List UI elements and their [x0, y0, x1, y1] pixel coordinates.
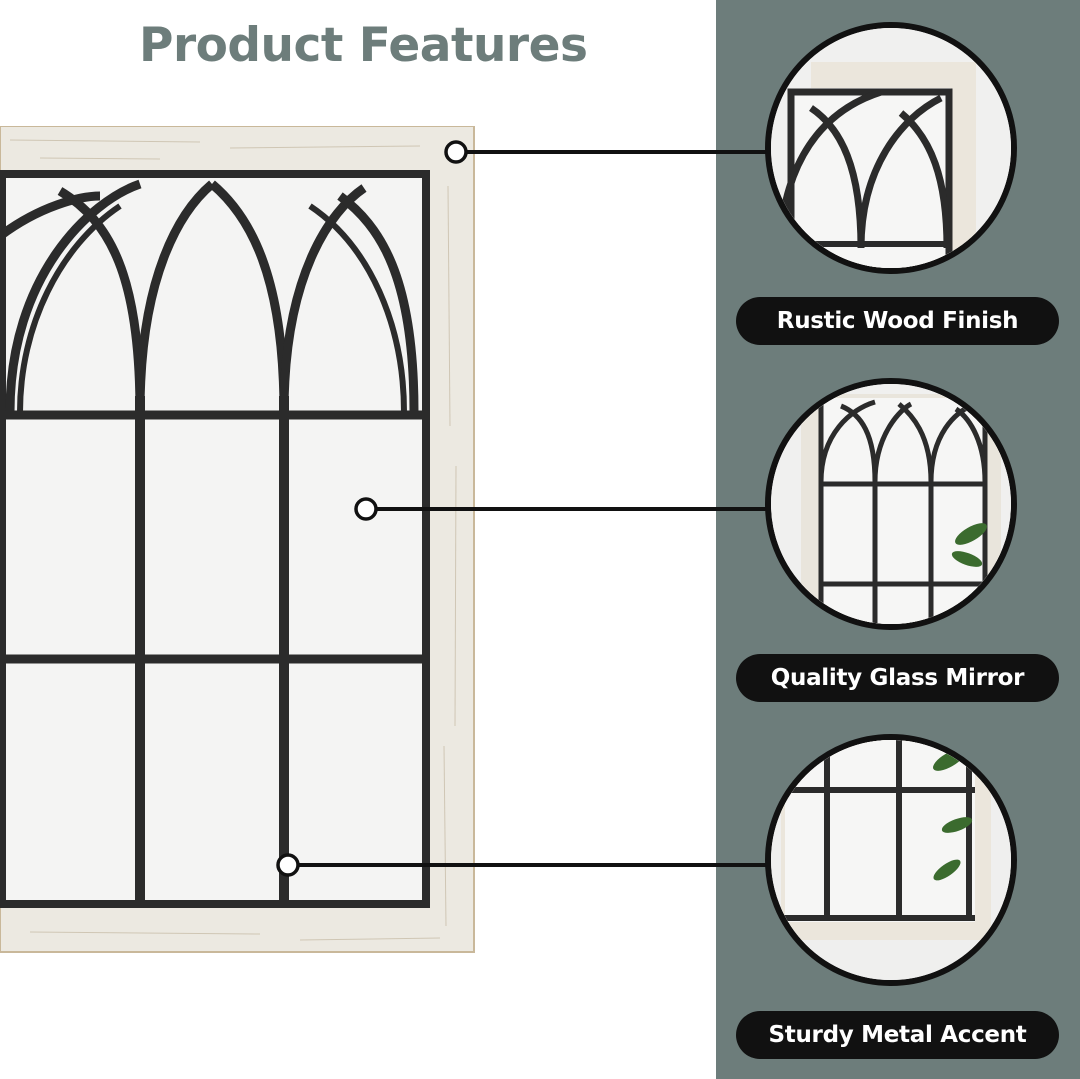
wood-frame-closeup-icon	[765, 22, 1017, 274]
arched-mirror-closeup-icon	[765, 378, 1017, 630]
feature-label-wood: Rustic Wood Finish	[736, 297, 1059, 345]
page-title: Product Features	[139, 18, 588, 73]
arched-window-mirror-image	[0, 126, 475, 953]
metal-grid-closeup-icon	[765, 734, 1017, 986]
feature-label-metal: Sturdy Metal Accent	[736, 1011, 1059, 1059]
feature-label-glass: Quality Glass Mirror	[736, 654, 1059, 702]
